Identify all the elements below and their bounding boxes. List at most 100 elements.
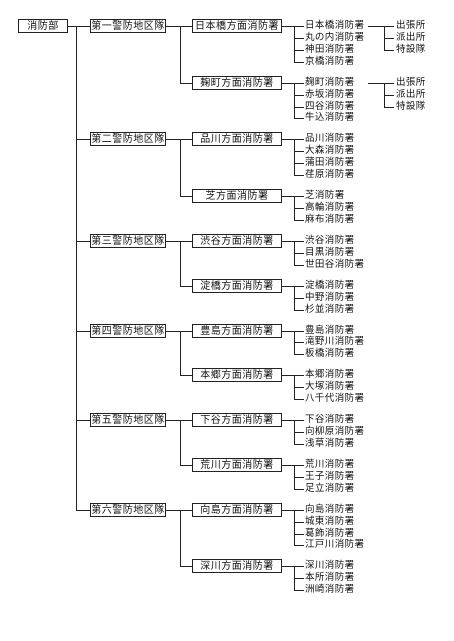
- station-label: 丸の内消防署: [305, 31, 365, 43]
- connector: [180, 375, 192, 377]
- station-label: 深川消防署: [305, 560, 355, 572]
- connector: [76, 509, 90, 511]
- connector: [294, 219, 304, 221]
- station-label: 高輪消防署: [305, 202, 355, 213]
- office-box: 淀橋方面消防署: [192, 278, 282, 293]
- station-label: 滝野川消防署: [305, 336, 365, 348]
- connector: [294, 309, 304, 311]
- unit-label: 特設隊: [396, 100, 426, 112]
- station-label: 向島消防署: [305, 503, 355, 515]
- station-label: 世田谷消防署: [305, 258, 365, 270]
- connector: [384, 94, 394, 96]
- connector: [294, 139, 295, 177]
- connector: [368, 26, 384, 27]
- connector: [294, 26, 304, 27]
- connector: [282, 139, 294, 141]
- connector: [180, 285, 192, 287]
- connector: [282, 464, 294, 466]
- connector: [166, 420, 180, 422]
- connector: [384, 82, 394, 84]
- connector: [180, 240, 192, 242]
- connector: [180, 566, 192, 568]
- connector: [384, 37, 394, 39]
- station-label: 城東消防署: [305, 515, 355, 527]
- connector: [294, 443, 304, 445]
- station-label: 豊島消防署: [305, 324, 355, 336]
- connector: [76, 420, 90, 422]
- connector: [180, 464, 192, 466]
- office-box: 深川方面消防署: [192, 559, 282, 574]
- connector: [294, 118, 304, 120]
- unit-label: 特設隊: [396, 43, 426, 55]
- connector: [294, 399, 304, 401]
- connector: [282, 240, 294, 242]
- station-label: 浅草消防署: [305, 437, 355, 449]
- connector: [294, 151, 304, 153]
- office-box: 荒川方面消防署: [192, 457, 282, 472]
- connector: [294, 387, 304, 389]
- station-label: 大森消防署: [305, 145, 355, 157]
- connector: [294, 175, 304, 177]
- unit-label: 出張所: [396, 20, 426, 31]
- station-label: 王子消防署: [305, 470, 355, 482]
- connector: [294, 37, 304, 39]
- connector: [294, 375, 295, 401]
- connector: [294, 82, 295, 120]
- connector: [294, 196, 304, 198]
- connector: [294, 139, 304, 141]
- station-label: 大塚消防署: [305, 381, 355, 393]
- connector: [76, 139, 90, 141]
- station-label: 麹町消防署: [305, 76, 355, 88]
- root-box: 消防部: [18, 19, 68, 33]
- station-label: 蒲田消防署: [305, 157, 355, 169]
- connector: [282, 285, 294, 287]
- connector: [294, 330, 304, 332]
- connector: [294, 208, 304, 209]
- connector: [166, 26, 180, 27]
- connector: [294, 464, 304, 466]
- connector: [294, 488, 304, 490]
- connector: [282, 420, 294, 422]
- connector: [294, 252, 304, 254]
- connector: [294, 94, 304, 96]
- station-label: 荒川消防署: [305, 458, 355, 470]
- connector: [294, 196, 295, 221]
- station-label: 神田消防署: [305, 43, 355, 55]
- station-label: 杉並消防署: [305, 303, 355, 315]
- office-box: 日本橋方面消防署: [192, 19, 282, 33]
- connector: [282, 82, 294, 84]
- connector: [294, 521, 304, 523]
- connector: [180, 26, 181, 84]
- connector: [294, 354, 304, 356]
- connector: [282, 509, 294, 511]
- connector: [166, 509, 180, 511]
- station-label: 向柳原消防署: [305, 426, 365, 437]
- station-label: 江戸川消防署: [305, 539, 365, 551]
- connector: [294, 106, 304, 108]
- unit-label: 派出所: [396, 31, 426, 43]
- connector: [294, 464, 295, 490]
- connector: [294, 163, 304, 165]
- connector: [180, 139, 192, 141]
- station-label: 下谷消防署: [305, 414, 355, 426]
- office-box: 下谷方面消防署: [192, 413, 282, 428]
- connector: [384, 26, 385, 51]
- connector: [294, 285, 304, 287]
- office-box: 品川方面消防署: [192, 132, 282, 147]
- connector: [384, 82, 385, 108]
- station-label: 芝消防署: [305, 190, 345, 202]
- station-label: 洲崎消防署: [305, 584, 355, 596]
- connector: [76, 26, 77, 511]
- connector: [180, 509, 192, 511]
- station-label: 渋谷消防署: [305, 234, 355, 246]
- connector: [166, 240, 180, 242]
- connector: [294, 509, 295, 547]
- office-box: 麹町方面消防署: [192, 75, 282, 90]
- station-label: 麻布消防署: [305, 213, 355, 225]
- division-box: 第三警防地区隊: [90, 233, 166, 248]
- connector: [368, 82, 384, 84]
- connector: [294, 432, 304, 433]
- connector: [294, 240, 304, 242]
- connector: [294, 590, 304, 592]
